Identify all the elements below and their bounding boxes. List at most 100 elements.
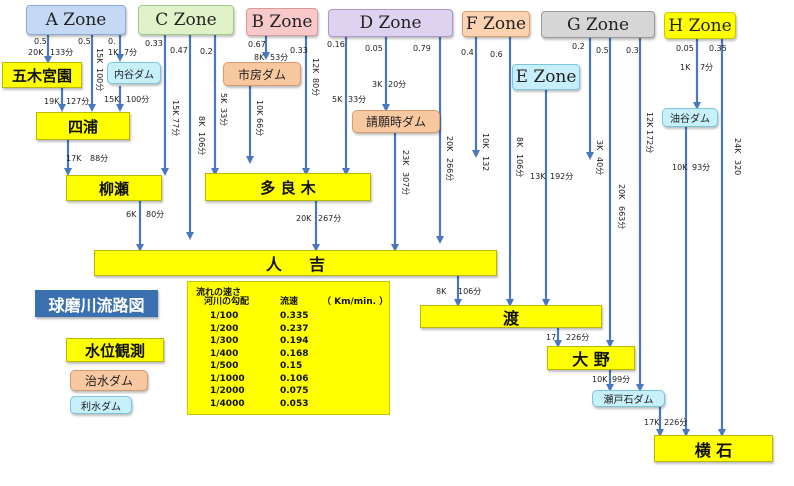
time-label: 77分 <box>171 118 180 137</box>
time-label: 7分 <box>700 63 714 72</box>
time-label: 267分 <box>318 214 342 223</box>
distance-label: 20K <box>617 184 626 200</box>
distance-label: 15K <box>104 95 120 104</box>
distance-label: 23K <box>401 150 410 166</box>
table-row-speed: 0.106 <box>280 373 309 384</box>
distance-label: 8K <box>254 53 265 62</box>
distance-label: 17K <box>644 418 660 427</box>
table-row-speed: 0.237 <box>280 323 309 334</box>
dam-yutani: 油谷ダム <box>662 108 718 127</box>
place-taragi: 多 良 木 <box>205 173 371 201</box>
time-label: 7分 <box>124 48 138 57</box>
zone-h-header: H Zone <box>664 12 736 39</box>
zone-b-header: B Zone <box>246 8 318 36</box>
slope-label: 0.5 <box>78 37 91 46</box>
distance-label: 20K <box>445 136 454 152</box>
time-label: 127分 <box>66 97 90 106</box>
time-label: 226分 <box>566 333 590 342</box>
time-label: 226分 <box>664 418 688 427</box>
distance-label: 6K <box>126 210 137 219</box>
place-youra: 四浦 <box>36 112 130 140</box>
place-yanase: 柳瀬 <box>66 175 162 201</box>
dam-shoraiji: 請願時ダム <box>352 110 440 133</box>
slope-label: 0.79 <box>413 44 431 53</box>
slope-label: 0.67 <box>248 40 266 49</box>
distance-label: 17 <box>546 333 557 342</box>
zone-f-header: F Zone <box>462 11 530 37</box>
slope-label: 0.05 <box>365 44 383 53</box>
distance-label: 8K <box>436 287 447 296</box>
distance-label: 10K <box>481 133 490 149</box>
time-label: 99分 <box>612 375 631 384</box>
slope-label: 0.2 <box>200 47 213 56</box>
table-row-speed: 0.15 <box>280 361 303 371</box>
distance-label: 12K <box>311 58 320 74</box>
table-row-speed: 0.335 <box>280 311 309 321</box>
dam-setoishi: 瀬戸石ダム <box>592 390 665 407</box>
slope-label: 0.5 <box>596 46 609 55</box>
distance-label: 5K <box>219 93 228 104</box>
time-label: 33分 <box>219 108 228 127</box>
time-label: 172分 <box>645 130 654 154</box>
slope-label: 0.3 <box>626 46 639 55</box>
distance-label: 15K <box>171 100 180 116</box>
distance-label: 10K <box>672 163 688 172</box>
table-row-speed: 0.194 <box>280 336 309 346</box>
table-row-slope: 1/4000 <box>210 398 245 409</box>
table-col-slope: 河川の勾配 <box>204 297 250 307</box>
distance-label: 3K <box>595 140 604 151</box>
legend-water-dam: 利水ダム <box>70 396 132 414</box>
distance-label: 8K <box>197 116 206 127</box>
table-row-slope: 1/1000 <box>210 373 245 384</box>
zone-g-header: G Zone <box>541 11 655 38</box>
table-row-slope: 1/400 <box>210 348 239 359</box>
distance-label: 1K <box>680 63 691 72</box>
slope-label: 0.33 <box>145 39 163 48</box>
table-row-slope: 1/200 <box>210 323 239 334</box>
time-label: 40分 <box>595 157 604 176</box>
time-label: 80分 <box>311 78 320 97</box>
zone-d-header: D Zone <box>328 9 453 37</box>
distance-label: 20K <box>296 214 312 223</box>
zone-e-header: E Zone <box>512 64 580 90</box>
place-yokoishi: 横 石 <box>654 435 773 462</box>
time-label: 88分 <box>90 154 109 163</box>
time-label: 320 <box>733 160 742 176</box>
table-row-slope: 1/300 <box>210 336 239 346</box>
distance-label: 3K <box>372 80 383 89</box>
dam-ichifusa: 市房ダム <box>223 62 301 86</box>
slope-label: 0.33 <box>290 46 308 55</box>
time-label: 80分 <box>146 210 165 219</box>
table-row-speed: 0.075 <box>280 386 309 396</box>
dam-uchitani: 内谷ダム <box>107 62 161 84</box>
distance-label: 17K <box>66 154 82 163</box>
slope-label: 0.47 <box>170 46 188 55</box>
time-label: 266分 <box>445 158 454 182</box>
slope-label: 0.4 <box>461 48 474 57</box>
time-label: 106分 <box>458 287 482 296</box>
zone-a-header: A Zone <box>26 5 126 35</box>
table-row-slope: 1/500 <box>210 361 239 371</box>
table-row-speed: 0.053 <box>280 398 309 409</box>
distance-label: 24K <box>733 138 742 154</box>
table-row-speed: 0.168 <box>280 348 309 359</box>
table-heading: 流れの速さ <box>196 288 242 298</box>
time-label: 106分 <box>197 132 206 156</box>
distance-label: 10K <box>255 100 264 116</box>
time-label: 33分 <box>348 95 367 104</box>
time-label: 53分 <box>270 53 289 62</box>
slope-label: 0.5 <box>34 37 47 46</box>
slope-label: 0.2 <box>572 42 585 51</box>
time-label: 93分 <box>692 163 711 172</box>
slope-label: 0. <box>108 37 116 46</box>
time-label: 20分 <box>388 80 407 89</box>
table-row-slope: 1/2000 <box>210 386 245 396</box>
legend-flood-dam: 治水ダム <box>70 370 148 391</box>
distance-label: 12K <box>645 112 654 128</box>
table-row-slope: 1/100 <box>210 311 239 321</box>
legend-observation: 水位観測 <box>66 338 164 362</box>
place-hitoyoshi: 人 吉 <box>94 250 497 276</box>
distance-label: 8K <box>515 137 524 148</box>
table-col-speed: 流速 <box>280 297 299 307</box>
